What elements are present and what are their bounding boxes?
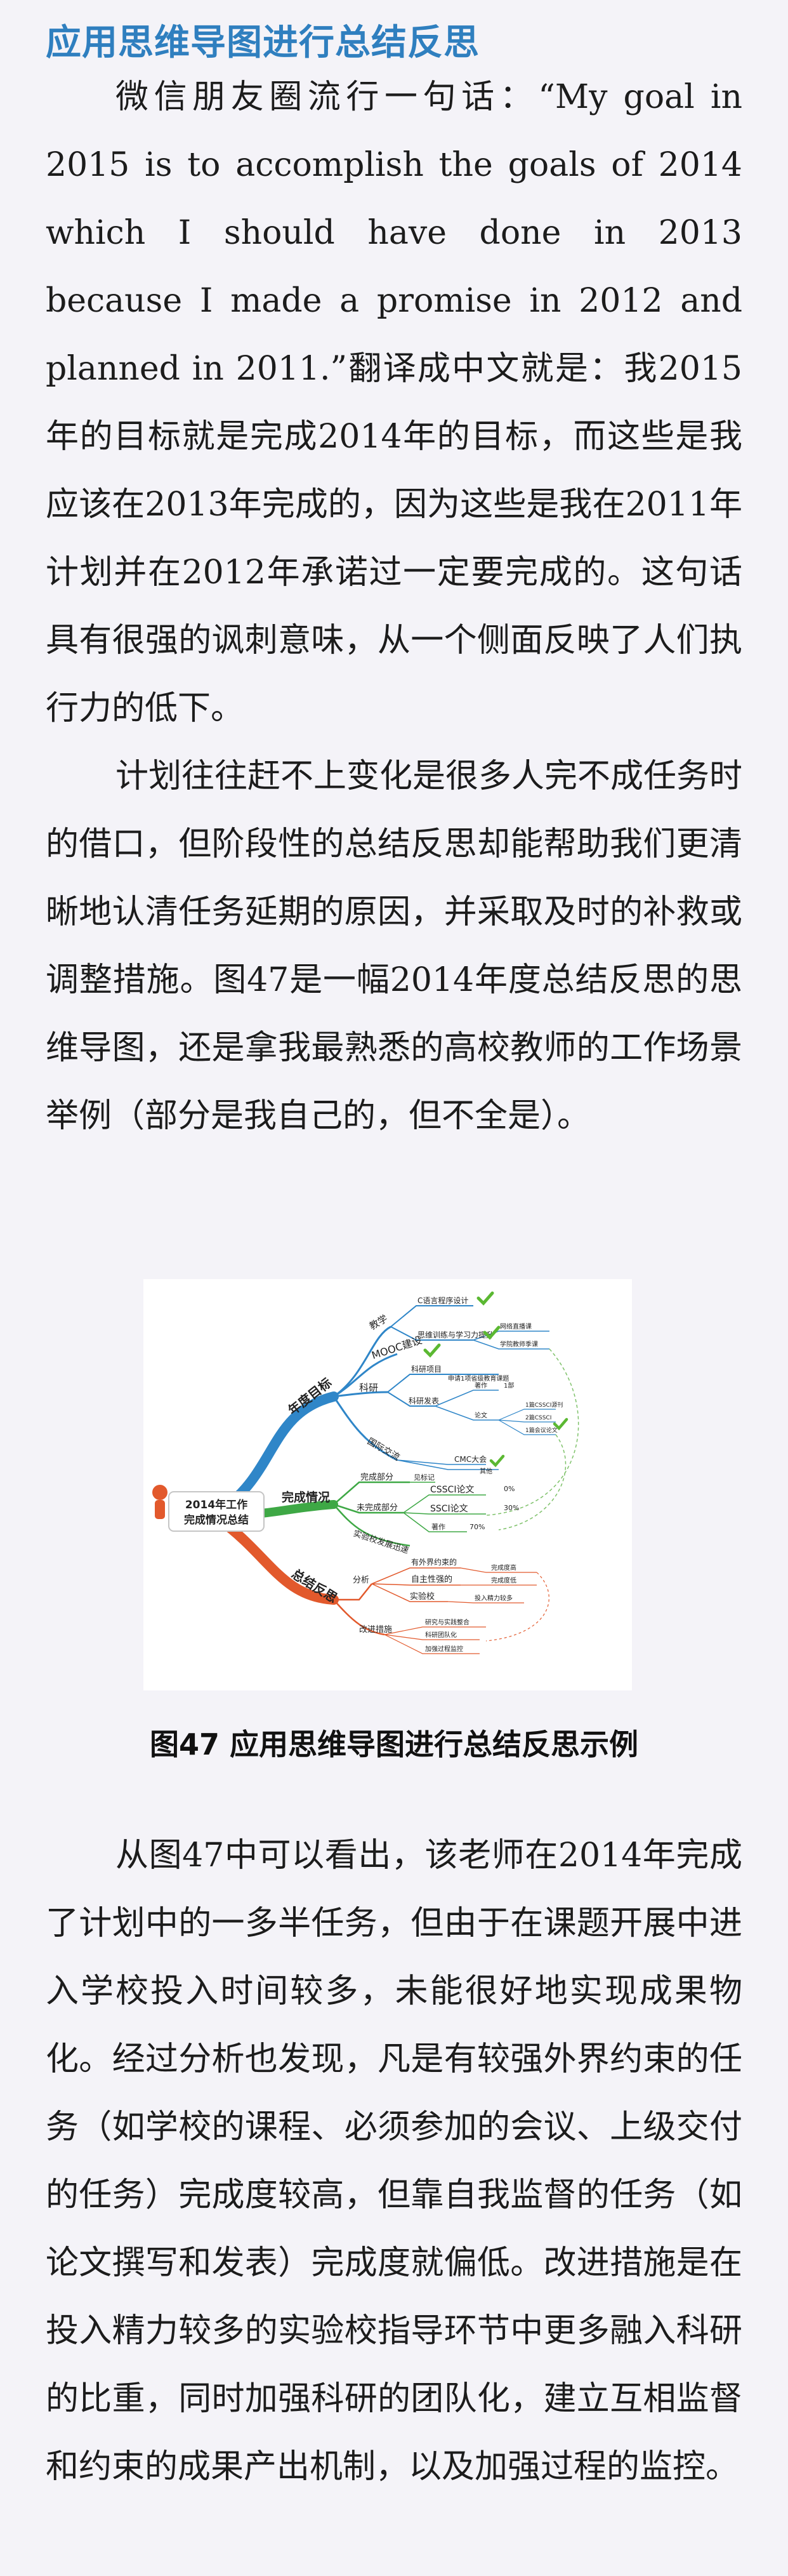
check-icon xyxy=(553,1417,568,1431)
goal-other: 其他 xyxy=(480,1467,492,1475)
reflect-external-result: 完成度高 xyxy=(491,1564,516,1572)
reflect-external: 有外界约束的 xyxy=(411,1557,457,1567)
reflect-self-result: 完成度低 xyxy=(491,1576,516,1584)
goal-intl: 国际交流 xyxy=(365,1436,402,1463)
goal-book: 著作 xyxy=(475,1381,487,1390)
status-book: 著作 xyxy=(431,1522,445,1531)
goal-paper-item-1: 1篇CSSCI源刊 xyxy=(525,1401,563,1409)
reflect-self: 自主性强的 xyxy=(411,1574,452,1584)
status-ssci-pct: 30% xyxy=(504,1504,519,1512)
center-line-1: 2014年工作 xyxy=(185,1498,247,1511)
status-ssci: SSCI论文 xyxy=(430,1504,468,1514)
status-cssci-pct: 0% xyxy=(504,1485,515,1493)
status-cssci: CSSCI论文 xyxy=(430,1485,474,1495)
status-book-pct: 70% xyxy=(470,1523,485,1531)
reflect-analysis: 分析 xyxy=(353,1576,369,1585)
paragraph-analysis: 从图47中可以看出，该老师在2014年完成了计划中的一多半任务，但由于在课题开展… xyxy=(46,1836,742,2486)
goal-project-item: 申请1项省级教育课题 xyxy=(448,1374,509,1383)
check-icon xyxy=(483,1325,501,1340)
reflect-improve: 改进措施 xyxy=(359,1625,392,1635)
goal-paper-item-2: 2篇CSSCI xyxy=(525,1414,551,1421)
goal-teaching-item-2: 思维训练与学习力提升 xyxy=(417,1330,494,1339)
mindmap-diagram: 2014年工作 完成情况总结 年度目标 完成情况 总结反思 教学 C语言程序设计… xyxy=(152,1291,579,1654)
reflect-improve-item-2: 科研团队化 xyxy=(425,1631,457,1639)
reflect-improve-item-1: 研究与实践整合 xyxy=(425,1618,470,1626)
goal-research-project: 科研项目 xyxy=(411,1365,442,1374)
paragraph-intro: 微信朋友圈流行一句话：“My goal in 2015 is to accomp… xyxy=(46,78,742,727)
status-undone: 未完成部分 xyxy=(357,1503,398,1513)
check-icon xyxy=(423,1343,441,1358)
paragraph-reflection: 计划往往赶不上变化是很多人完不成任务时的借口，但阶段性的总结反思却能帮助我们更清… xyxy=(46,757,743,1135)
goal-learning-item-2: 学院教师季课 xyxy=(500,1340,538,1348)
mindmap-center-node: 2014年工作 完成情况总结 xyxy=(152,1485,265,1532)
center-line-2: 完成情况总结 xyxy=(184,1513,249,1527)
branch-reflect-line xyxy=(220,1518,339,1605)
status-school: 实验校发展迅速 xyxy=(352,1529,410,1556)
goal-paper: 论文 xyxy=(475,1411,487,1419)
goal-paper-item-3: 1篇会议论文 xyxy=(525,1426,558,1434)
check-icon xyxy=(489,1454,505,1468)
mindmap-figure: 2014年工作 完成情况总结 年度目标 完成情况 总结反思 教学 C语言程序设计… xyxy=(143,1279,632,1690)
branch-status-label: 完成情况 xyxy=(282,1490,330,1504)
goal-learning-item-1: 网络直播课 xyxy=(500,1322,532,1331)
reflect-lab: 实验校 xyxy=(410,1591,435,1602)
goal-publish: 科研发表 xyxy=(409,1396,439,1405)
status-done: 完成部分 xyxy=(360,1473,393,1482)
reflect-lab-result: 投入精力较多 xyxy=(475,1594,513,1602)
figure-caption: 图47 应用思维导图进行总结反思示例 xyxy=(149,1727,639,1762)
goal-cmc: CMC大会 xyxy=(454,1455,487,1464)
reflect-improve-item-3: 加强过程监控 xyxy=(425,1645,463,1653)
status-done-item: 见标记 xyxy=(414,1473,435,1482)
goal-teaching-item-1: C语言程序设计 xyxy=(417,1296,468,1305)
goal-research: 科研 xyxy=(359,1382,378,1393)
goal-book-count: 1部 xyxy=(504,1381,514,1390)
check-icon xyxy=(476,1291,494,1306)
section-heading: 应用思维导图进行总结反思 xyxy=(46,22,480,63)
